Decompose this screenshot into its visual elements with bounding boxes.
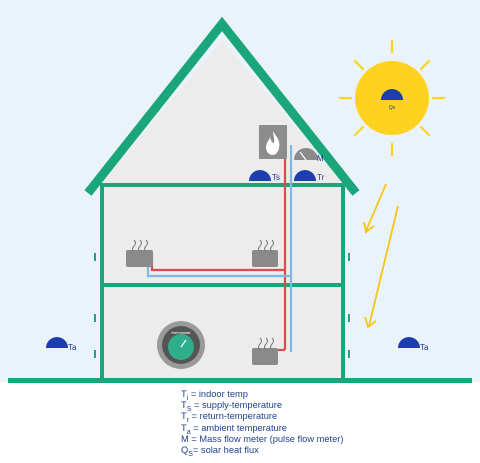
ambient-temperature-sensor-icon-right: Ta <box>398 337 429 352</box>
legend-row: Ta = ambient temperature <box>181 422 421 436</box>
legend-text: = supply-temperature <box>191 400 283 411</box>
legend-symbol: T <box>181 411 187 422</box>
flame-icon <box>259 125 287 159</box>
heat-flux-arrow-icon <box>363 183 399 329</box>
supply-sensor-label: Ts <box>272 173 280 182</box>
legend-subscript: i <box>186 394 189 402</box>
ambient-right-label: Ta <box>420 343 429 352</box>
ground-line <box>8 378 472 383</box>
legend-symbol: T <box>181 422 187 433</box>
supply-temperature-sensor-icon: Ts <box>249 170 280 182</box>
thermostat-icon: thermostat <box>157 321 205 369</box>
radiator-icon <box>252 239 278 267</box>
wall-ticks <box>94 253 350 358</box>
radiator-icon <box>126 239 153 267</box>
legend-symbol: T <box>181 389 187 399</box>
legend-row: TS = supply-temperature <box>181 400 421 414</box>
house-roof <box>84 16 360 196</box>
flow-meter-label: M <box>317 154 324 163</box>
legend-subscript: S <box>186 406 192 414</box>
legend-text: = return-temperature <box>189 411 278 422</box>
legend-subscript: S <box>188 450 193 458</box>
legend-text: = solar heat flux <box>192 445 259 456</box>
ambient-left-label: Ta <box>68 343 77 352</box>
return-pipe <box>146 145 293 278</box>
thermostat-caption: thermostat <box>172 330 192 335</box>
radiator-icon <box>252 337 278 365</box>
flow-meter-icon: M <box>294 148 324 163</box>
legend-text: = ambient temperature <box>190 422 287 433</box>
ambient-temperature-sensor-icon-left: Ta <box>46 337 77 352</box>
legend-row: Tr = return-temperature <box>181 411 421 425</box>
sun-sensor-label: Qs <box>389 105 396 111</box>
solar-heat-flux-sensor-icon: Qs <box>381 89 403 111</box>
return-temperature-sensor-icon: Tr <box>294 170 325 182</box>
legend-row: M = Mass flow meter (pulse flow meter) <box>181 434 421 445</box>
legend-subscript: a <box>186 428 191 436</box>
legend-symbol: M <box>181 433 189 444</box>
legend-row: Ti = indoor temp <box>181 389 421 402</box>
return-sensor-label: Tr <box>317 173 325 182</box>
legend-symbol: Q <box>181 445 189 456</box>
legend-symbol: T <box>181 400 187 411</box>
legend-subscript: r <box>186 417 190 425</box>
legend-row: QS= solar heat flux <box>181 445 421 458</box>
legend-text: = Mass flow meter (pulse flow meter) <box>188 433 344 444</box>
legend-text: = indoor temp <box>188 389 248 399</box>
